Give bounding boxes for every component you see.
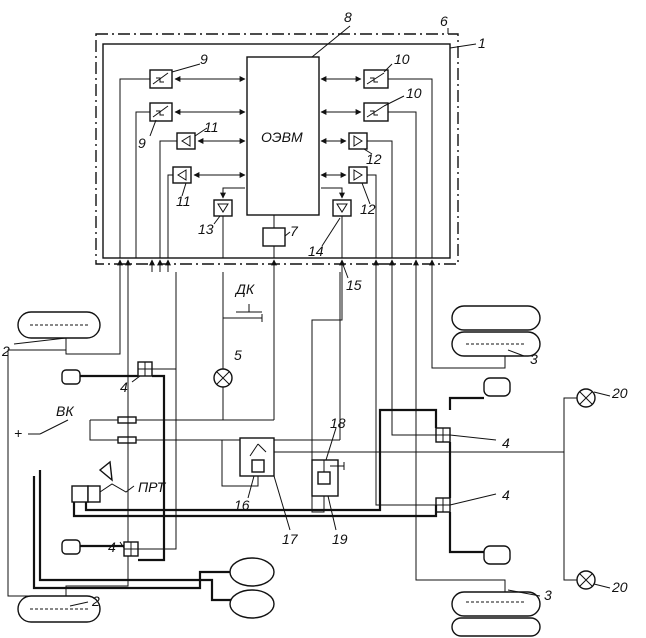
ignition-switch: [28, 272, 340, 443]
label-20-top: 20: [611, 385, 628, 401]
label-vk: ВК: [56, 403, 74, 419]
modulator-4-front-left: [62, 362, 152, 384]
label-16: 16: [234, 497, 250, 513]
label-20-bottom: 20: [611, 579, 628, 595]
label-15: 15: [346, 277, 362, 293]
air-tank-upper: [230, 558, 274, 586]
wheel-rear-left: [18, 596, 100, 622]
label-4-front-right: 4: [502, 435, 510, 451]
label-prt: ПРТ: [138, 479, 167, 495]
converter-9-top: [150, 70, 172, 88]
block-13: [214, 200, 232, 216]
label-18: 18: [330, 415, 346, 431]
converter-9-bottom: [150, 103, 172, 121]
warning-lamp-5: [214, 369, 232, 387]
lamp-20-wiring: [564, 398, 577, 580]
modulator-4-rear-left: [62, 540, 138, 556]
label-2-top: 2: [1, 343, 10, 359]
label-1: 1: [478, 35, 486, 51]
label-9-bottom: 9: [138, 135, 146, 151]
label-19: 19: [332, 531, 348, 547]
modulator-4-front-right: [436, 378, 510, 442]
block-7: [263, 228, 285, 246]
computer-label: ОЭВМ: [261, 129, 303, 145]
label-12-bottom: 12: [360, 201, 376, 217]
amplifier-11-top: [177, 133, 195, 149]
block-14: [333, 200, 351, 216]
label-10-bottom: 10: [406, 85, 422, 101]
label-17: 17: [282, 531, 299, 547]
label-10-top: 10: [394, 51, 410, 67]
label-13: 13: [198, 221, 214, 237]
label-4-rear-left: 4: [108, 539, 116, 555]
lamp-20-top: [577, 389, 595, 407]
label-3-top: 3: [530, 351, 538, 367]
label-11-top: 11: [204, 119, 219, 135]
label-8: 8: [344, 9, 352, 25]
modulator-4-rear-right: [436, 498, 510, 564]
label-2-bottom: 2: [91, 593, 100, 609]
label-7: 7: [290, 223, 299, 239]
label-dk: ДК: [234, 281, 255, 297]
label-4-front-left: 4: [120, 379, 128, 395]
label-14: 14: [308, 243, 324, 259]
lamp-20-bottom: [577, 571, 595, 589]
wheel-rear-right: [452, 592, 540, 636]
label-5: 5: [234, 347, 242, 363]
label-11-bottom: 11: [176, 193, 191, 209]
wheel-front-right: [452, 306, 540, 356]
brake-valve: [72, 462, 134, 502]
label-9-top: 9: [200, 51, 208, 67]
relay-16: [240, 438, 274, 476]
input-arrows: [120, 260, 432, 272]
air-tank-lower: [230, 590, 274, 618]
label-plus: +: [14, 425, 22, 441]
label-4-rear-right: 4: [502, 487, 510, 503]
amplifier-12-top: [349, 133, 367, 149]
converter-10-top: [364, 70, 388, 88]
label-6: 6: [440, 13, 448, 29]
amplifier-12-bottom: [349, 167, 367, 183]
label-3-bottom: 3: [544, 587, 552, 603]
relay-19: [312, 460, 344, 496]
label-12-top: 12: [366, 151, 382, 167]
wheel-front-left: [18, 312, 100, 338]
amplifier-11-bottom: [173, 167, 191, 183]
